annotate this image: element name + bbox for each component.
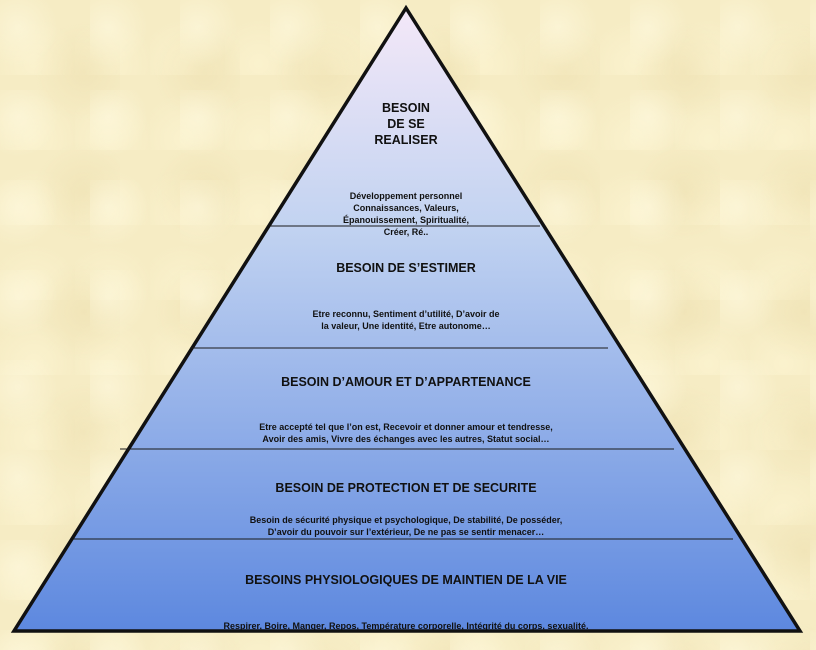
level-love-belonging-title: BESOIN D’AMOUR ET D’APPARTENANCE	[281, 375, 531, 389]
level-self-actualization-title: BESOIN DE SE REALISER	[374, 101, 438, 147]
level-esteem: BESOIN DE S’ESTIMER Etre reconnu, Sentim…	[256, 242, 556, 350]
level-physiological: BESOINS PHYSIOLOGIQUES DE MAINTIEN DE LA…	[136, 554, 676, 650]
pyramid-diagram	[10, 4, 804, 633]
level-self-actualization-description: Développement personnel Connaissances, V…	[342, 191, 470, 237]
level-self-actualization: BESOIN DE SE REALISER Développement pers…	[306, 82, 506, 256]
level-safety: BESOIN DE PROTECTION ET DE SECURITE Beso…	[156, 462, 656, 556]
pyramid-shape	[10, 4, 804, 633]
level-physiological-description: Respirer, Boire, Manger, Repos, Températ…	[223, 621, 589, 631]
level-love-belonging-description: Etre accepté tel que l’on est, Recevoir …	[259, 422, 553, 444]
level-physiological-title: BESOINS PHYSIOLOGIQUES DE MAINTIEN DE LA…	[245, 573, 567, 587]
level-esteem-title: BESOIN DE S’ESTIMER	[336, 261, 476, 275]
level-esteem-description: Etre reconnu, Sentiment d’utilité, D’avo…	[312, 309, 500, 331]
level-safety-description: Besoin de sécurité physique et psycholog…	[249, 515, 563, 537]
level-love-belonging: BESOIN D’AMOUR ET D’APPARTENANCE Etre ac…	[186, 356, 626, 463]
level-safety-title: BESOIN DE PROTECTION ET DE SECURITE	[275, 481, 537, 495]
